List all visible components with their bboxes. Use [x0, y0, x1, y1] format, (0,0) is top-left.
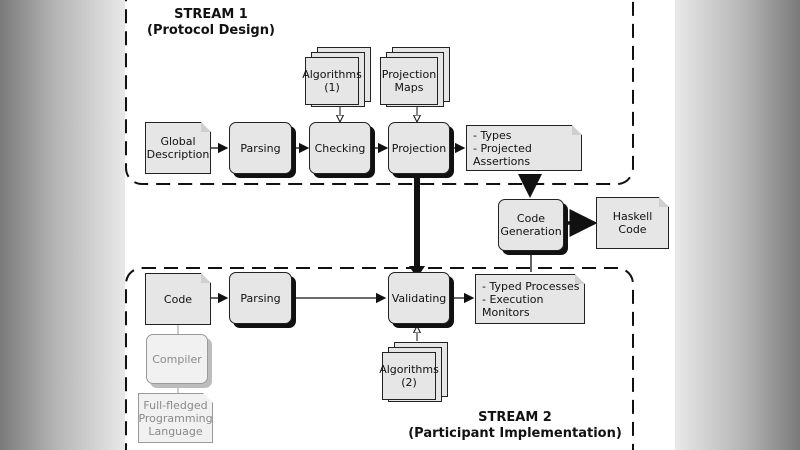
typed-processes-line: - Typed Processes — [482, 279, 580, 293]
compiler-label: Compiler — [152, 352, 202, 366]
types-line: - Types — [473, 128, 512, 142]
algorithms1-node: Algorithms (1) — [302, 57, 362, 105]
algorithms2-line1: Algorithms — [379, 363, 439, 376]
algorithms1-line2: (1) — [324, 81, 340, 94]
full-fledged-line3: Language — [148, 424, 203, 438]
right-blur-margin — [675, 0, 800, 450]
full-fledged-language-node: Full-fledged Programming Language — [138, 393, 213, 443]
code-node: Code — [145, 273, 211, 325]
code-fold — [201, 273, 211, 283]
projection-maps-line2: Maps — [394, 81, 424, 94]
projection-maps-node: Projection Maps — [380, 57, 438, 105]
validating-node: Validating — [388, 272, 450, 324]
code-generation-node: Code Generation — [498, 199, 564, 251]
global-description-fold — [201, 122, 211, 132]
projection-label: Projection — [391, 141, 447, 155]
haskell-code-fold — [659, 197, 669, 207]
checking-label: Checking — [314, 141, 366, 155]
code-generation-line2: Generation — [500, 225, 562, 238]
algorithms2-line2: (2) — [401, 376, 417, 389]
algorithms1-line1: Algorithms — [302, 68, 362, 81]
stream1-title-block: STREAM 1 (Protocol Design) — [131, 7, 291, 39]
checking-node: Checking — [309, 122, 371, 174]
projection-maps-line1: Projection — [381, 68, 437, 81]
parsing1-label: Parsing — [240, 141, 281, 155]
execution-monitors-line: - Execution Monitors — [482, 292, 544, 319]
stream1-region — [125, 0, 634, 185]
projected-assertions-line: - Projected Assertions — [473, 141, 532, 168]
stream2-title: STREAM 2 — [478, 410, 552, 425]
left-blur-margin — [0, 0, 125, 450]
typed-processes-node: - Typed Processes - Execution Monitors — [475, 274, 585, 324]
global-description-node: Global Description — [145, 122, 211, 174]
stream2-title-block: STREAM 2 (Participant Implementation) — [405, 410, 625, 442]
stream2-subtitle: (Participant Implementation) — [408, 426, 622, 441]
full-fledged-line1: Full-fledged — [143, 398, 208, 412]
code-label: Code — [163, 292, 193, 306]
types-assertions-fold — [572, 125, 582, 135]
compiler-node: Compiler — [146, 334, 208, 384]
validating-label: Validating — [391, 291, 447, 305]
diagram-canvas: STREAM 1 (Protocol Design) STREAM 2 (Par… — [125, 0, 675, 450]
parsing-node-stream1: Parsing — [229, 122, 292, 174]
full-fledged-line2: Programming — [138, 411, 213, 425]
parsing2-label: Parsing — [240, 291, 281, 305]
haskell-code-node: Haskell Code — [596, 197, 669, 249]
stream1-title: STREAM 1 — [174, 7, 248, 22]
stream2-region — [125, 267, 634, 450]
parsing-node-stream2: Parsing — [229, 272, 292, 324]
stream1-subtitle: (Protocol Design) — [147, 23, 275, 38]
haskell-code-label: Haskell Code — [612, 210, 653, 236]
typed-processes-fold — [575, 274, 585, 284]
connector-layer — [125, 0, 634, 450]
global-description-line2: Description — [146, 148, 210, 161]
types-assertions-node: - Types - Projected Assertions — [466, 125, 582, 171]
global-description-line1: Global — [160, 135, 196, 148]
projection-node: Projection — [388, 122, 450, 174]
algorithms2-node: Algorithms (2) — [379, 352, 439, 400]
code-generation-line1: Code — [516, 212, 546, 225]
